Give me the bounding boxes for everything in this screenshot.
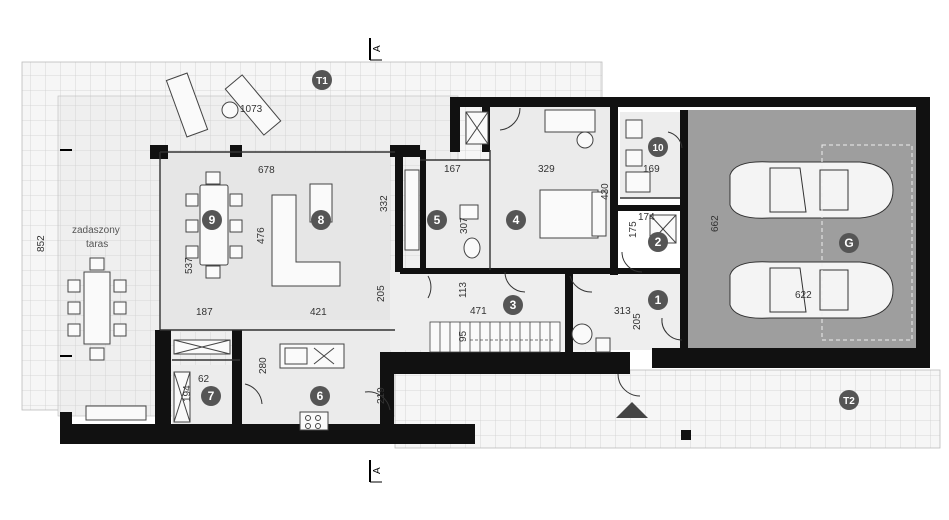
dim-205-a: 205 — [376, 285, 387, 302]
room-badge-t1: T1 — [312, 70, 332, 90]
room-badge-9: 9 — [202, 210, 222, 230]
svg-text:8: 8 — [318, 213, 325, 227]
dim-62: 62 — [198, 374, 210, 385]
dimension-labels: 1073 678 332 167 329 169 430 174 175 662… — [36, 104, 812, 404]
svg-text:4: 4 — [513, 213, 520, 227]
room-badge-1: 1 — [648, 290, 668, 310]
svg-text:6: 6 — [317, 389, 324, 403]
dim-307: 307 — [459, 217, 470, 234]
svg-text:G: G — [844, 236, 853, 250]
column-marker — [681, 430, 691, 440]
dim-622: 622 — [795, 290, 812, 301]
svg-text:1: 1 — [655, 293, 662, 307]
svg-text:10: 10 — [652, 143, 664, 154]
dim-113: 113 — [458, 282, 469, 298]
dim-187: 187 — [196, 307, 213, 318]
cars — [729, 144, 913, 341]
svg-text:3: 3 — [510, 298, 517, 312]
doors — [244, 107, 683, 411]
svg-text:7: 7 — [208, 389, 215, 403]
dim-1073: 1073 — [240, 104, 263, 115]
svg-text:T1: T1 — [316, 76, 328, 87]
svg-text:9: 9 — [209, 213, 216, 227]
car-top — [729, 161, 894, 219]
dim-332: 332 — [379, 195, 390, 212]
section-marker-top: A — [369, 38, 383, 61]
terrace-label-line1: zadaszony — [72, 225, 120, 236]
dim-313: 313 — [614, 306, 631, 317]
car-bottom — [729, 261, 894, 319]
dim-476: 476 — [256, 227, 267, 244]
dim-678: 678 — [258, 165, 275, 176]
dim-95: 95 — [458, 330, 469, 342]
room-badge-6: 6 — [310, 386, 330, 406]
dim-430: 430 — [600, 183, 611, 200]
dimension-ticks — [60, 149, 72, 357]
room-badges: 1 2 3 4 5 6 7 8 9 10 G T1 T2 — [201, 70, 859, 410]
section-marker-bottom: A — [369, 460, 383, 483]
dim-167: 167 — [444, 164, 461, 175]
dim-537: 537 — [184, 257, 195, 274]
dim-205-b: 205 — [632, 313, 643, 330]
staircase — [429, 321, 561, 353]
dim-194: 194 — [182, 385, 193, 402]
dim-174: 174 — [638, 212, 655, 223]
thin-walls — [159, 150, 680, 361]
room-badge-2: 2 — [648, 232, 668, 252]
room-badge-garage: G — [839, 233, 859, 253]
svg-text:A: A — [372, 45, 383, 52]
dim-852: 852 — [36, 235, 47, 252]
room-badge-4: 4 — [506, 210, 526, 230]
dim-329: 329 — [538, 164, 555, 175]
svg-text:A: A — [372, 467, 383, 474]
dim-175: 175 — [628, 221, 639, 238]
svg-text:T2: T2 — [843, 396, 855, 407]
entrance-arrow — [616, 402, 648, 418]
terrace-t2 — [394, 369, 941, 449]
dim-662: 662 — [710, 215, 721, 232]
room-badge-3: 3 — [503, 295, 523, 315]
room-badge-7: 7 — [201, 386, 221, 406]
svg-text:2: 2 — [655, 235, 662, 249]
room-badge-10: 10 — [648, 137, 668, 157]
svg-text:5: 5 — [434, 213, 441, 227]
dim-169: 169 — [643, 164, 660, 175]
dim-421: 421 — [310, 307, 327, 318]
room-badge-t2: T2 — [839, 390, 859, 410]
room-badge-5: 5 — [427, 210, 447, 230]
dim-471: 471 — [470, 306, 487, 317]
room-badge-8: 8 — [311, 210, 331, 230]
terrace-label-line2: taras — [86, 239, 108, 250]
walls — [60, 97, 930, 444]
dim-280: 280 — [258, 357, 269, 374]
dim-219: 219 — [376, 387, 387, 404]
